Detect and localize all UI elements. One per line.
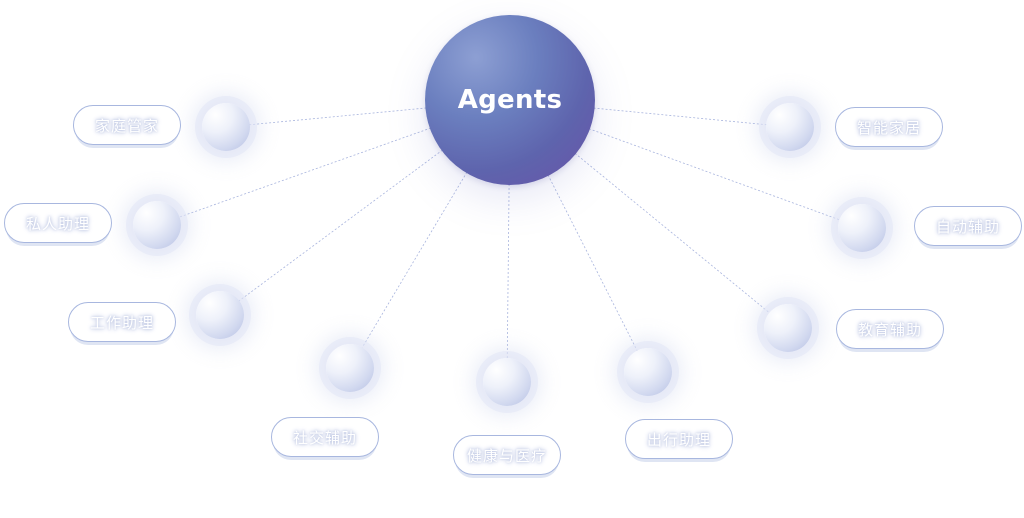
agents-hub[interactable]: Agents bbox=[425, 15, 595, 185]
pill-auto-assist[interactable]: 自动辅助 bbox=[914, 206, 1022, 246]
connector-personal-assistant bbox=[156, 99, 511, 226]
pill-work-assistant[interactable]: 工作助理 bbox=[68, 302, 176, 342]
node-circle-work-assistant bbox=[196, 291, 244, 339]
node-circle-smart-home bbox=[766, 103, 814, 151]
pill-label: 自动辅助 bbox=[935, 217, 1000, 236]
pill-label: 工作助理 bbox=[89, 313, 154, 332]
node-circle-personal-assistant bbox=[133, 201, 181, 249]
pill-education-assist[interactable]: 教育辅助 bbox=[836, 309, 944, 349]
pill-personal-assistant[interactable]: 私人助理 bbox=[4, 203, 112, 243]
connector-travel-assistant bbox=[509, 99, 649, 373]
pill-social-assist[interactable]: 社交辅助 bbox=[271, 417, 379, 457]
pill-smart-home[interactable]: 智能家居 bbox=[835, 107, 943, 147]
pill-label: 健康与医疗 bbox=[466, 446, 547, 465]
pill-health-care[interactable]: 健康与医疗 bbox=[453, 435, 561, 475]
connector-home-manager bbox=[225, 99, 511, 128]
node-circle-home-manager bbox=[202, 103, 250, 151]
pill-label: 家庭管家 bbox=[94, 116, 159, 135]
pill-travel-assistant[interactable]: 出行助理 bbox=[625, 419, 733, 459]
node-circle-social-assist bbox=[326, 344, 374, 392]
connector-smart-home bbox=[509, 99, 791, 128]
node-circle-health-care bbox=[483, 358, 531, 406]
pill-label: 智能家居 bbox=[856, 118, 921, 137]
node-circle-education-assist bbox=[764, 304, 812, 352]
pill-home-manager[interactable]: 家庭管家 bbox=[73, 105, 181, 145]
hub-label: Agents bbox=[457, 85, 563, 115]
pill-label: 私人助理 bbox=[25, 214, 90, 233]
connector-health-care bbox=[506, 99, 511, 383]
connector-auto-assist bbox=[509, 99, 863, 229]
pill-label: 社交辅助 bbox=[292, 428, 357, 447]
node-circle-auto-assist bbox=[838, 204, 886, 252]
pill-label: 教育辅助 bbox=[857, 320, 922, 339]
node-circle-travel-assistant bbox=[624, 348, 672, 396]
pill-label: 出行助理 bbox=[646, 430, 711, 449]
